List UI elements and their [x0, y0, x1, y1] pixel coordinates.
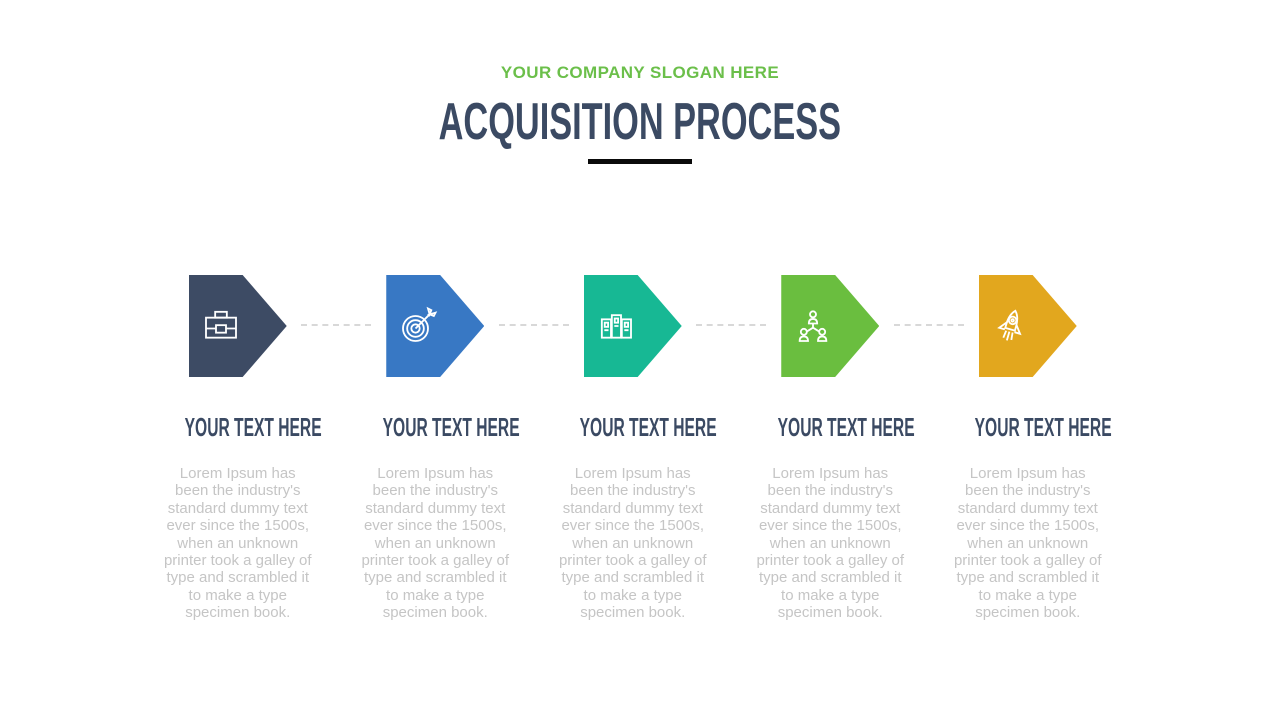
step-description: Lorem Ipsum has been the industry's stan… [756, 465, 905, 622]
briefcase-icon [204, 310, 237, 339]
step-description: Lorem Ipsum has been the industry's stan… [163, 465, 312, 622]
process-steps: YOUR TEXT HERE Lorem Ipsum has been the … [139, 275, 1127, 622]
step-description: Lorem Ipsum has been the industry's stan… [953, 465, 1102, 622]
dashed-connector [301, 324, 371, 326]
arrow-shape [978, 275, 1077, 377]
step-description: Lorem Ipsum has been the industry's stan… [558, 465, 707, 622]
dashed-connector [696, 324, 766, 326]
step-heading: YOUR TEXT HERE [382, 412, 520, 442]
step-description: Lorem Ipsum has been the industry's stan… [361, 465, 510, 622]
process-step-2: YOUR TEXT HERE Lorem Ipsum has been the … [337, 275, 535, 622]
page-title-text: ACQUISITION PROCESS [438, 93, 842, 151]
step-heading: YOUR TEXT HERE [579, 412, 717, 442]
arrow-shape [583, 275, 682, 377]
dashed-connector [499, 324, 569, 326]
process-step-4: YOUR TEXT HERE Lorem Ipsum has been the … [732, 275, 930, 622]
step-heading: YOUR TEXT HERE [777, 412, 915, 442]
binders-icon [600, 314, 632, 339]
rocket-icon [996, 309, 1022, 341]
process-step-3: YOUR TEXT HERE Lorem Ipsum has been the … [534, 275, 732, 622]
step-heading: YOUR TEXT HERE [184, 412, 322, 442]
page-title: ACQUISITION PROCESS [0, 94, 1280, 150]
title-underline [588, 159, 692, 164]
process-step-5: YOUR TEXT HERE Lorem Ipsum has been the … [929, 275, 1127, 622]
dashed-connector [894, 324, 964, 326]
step-heading: YOUR TEXT HERE [974, 412, 1112, 442]
arrow-shape [781, 275, 880, 377]
arrow-shape [188, 275, 287, 377]
target-icon [402, 306, 438, 342]
arrow-shape [386, 275, 485, 377]
process-step-1: YOUR TEXT HERE Lorem Ipsum has been the … [139, 275, 337, 622]
org-chart-icon [798, 310, 828, 342]
company-slogan: YOUR COMPANY SLOGAN HERE [500, 63, 780, 82]
